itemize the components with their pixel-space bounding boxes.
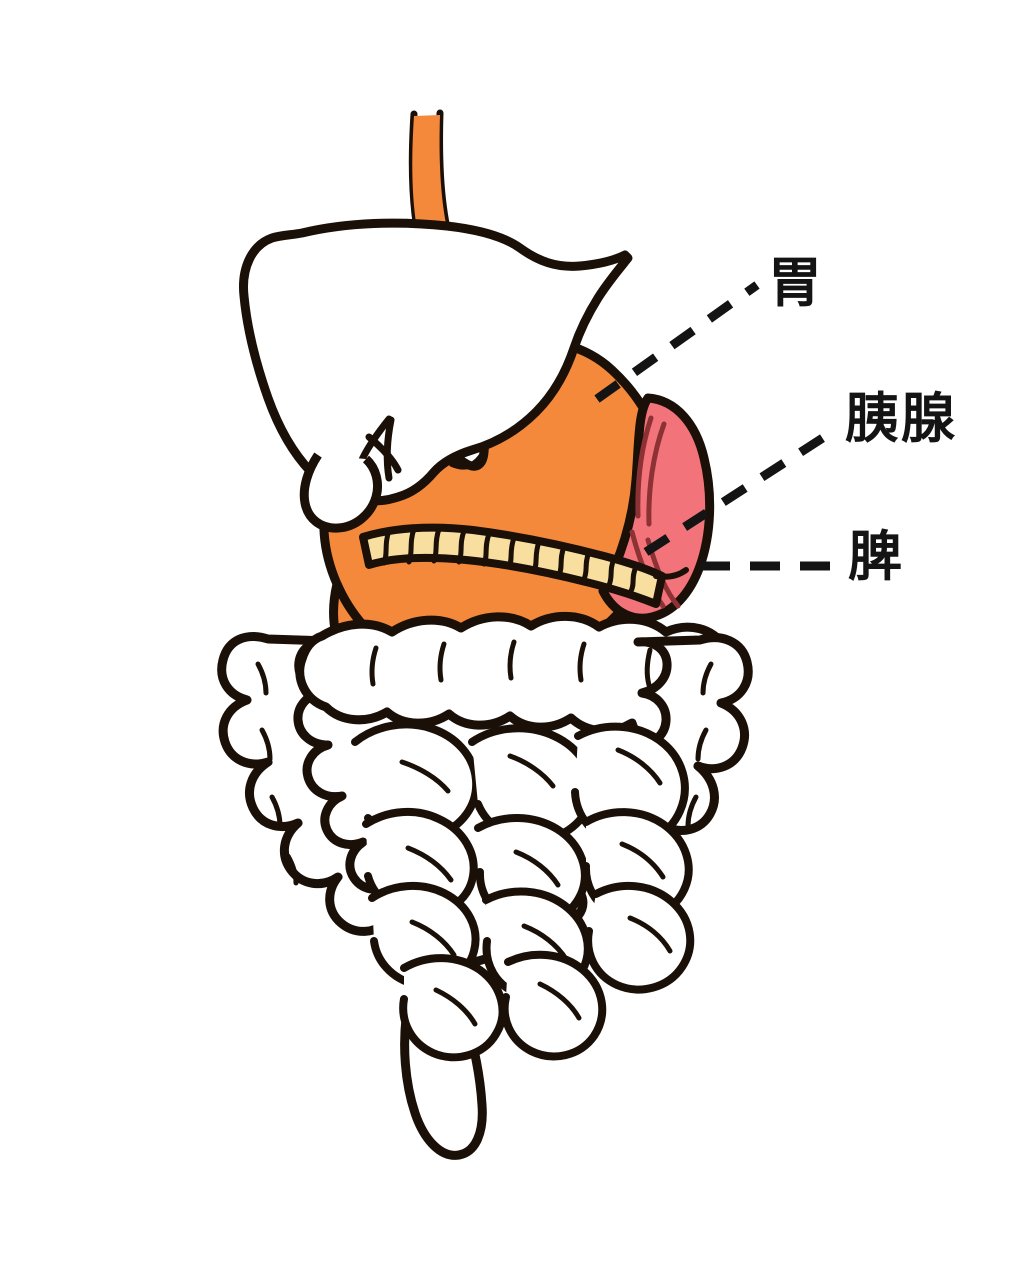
label-spleen: 脾 — [848, 525, 904, 588]
pancreas-organ — [359, 523, 689, 608]
spleen-striation-1 — [635, 415, 654, 519]
liver-ligament-3 — [365, 433, 402, 474]
gallbladder-shape — [299, 452, 383, 533]
leader-lines — [594, 281, 835, 571]
spleen-striation-2 — [646, 421, 667, 527]
colon-haustra-marks — [255, 639, 714, 886]
liver-ligament-2 — [383, 416, 395, 482]
small-intestine-loop-10 — [399, 954, 507, 1062]
leader-line-pancreas — [643, 428, 835, 556]
small-intestine-fold-marks — [399, 747, 673, 1027]
liver-shape — [239, 218, 633, 506]
small-intestine-organ — [351, 720, 695, 1062]
liver-organ — [239, 218, 633, 533]
label-pancreas: 胰腺 — [845, 387, 957, 450]
small-intestine-loop-11 — [500, 950, 607, 1061]
label-stomach: 胃 — [768, 251, 824, 314]
pancreas-lobule-divisions — [381, 526, 639, 594]
leader-line-stomach — [594, 281, 760, 403]
stomach-incisura-line — [449, 449, 487, 470]
small-intestine-loop-9 — [584, 881, 695, 994]
pancreas-tail-edge — [653, 567, 689, 580]
